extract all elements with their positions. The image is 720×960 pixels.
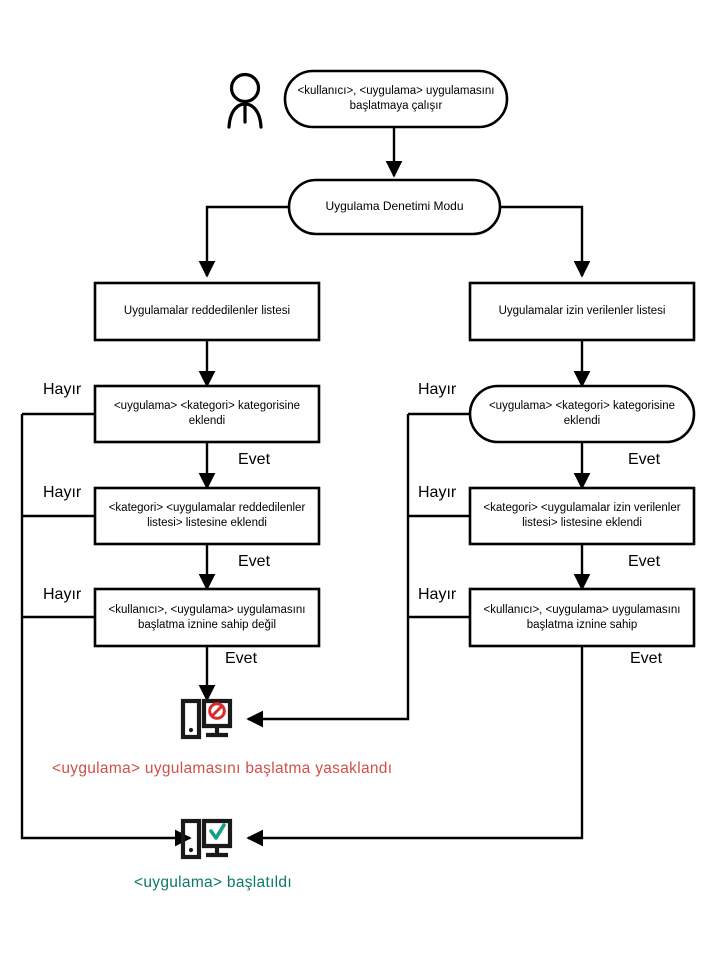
edge-label-left-yes-3: Evet [225,650,258,667]
node-denylist-shape [93,281,321,342]
node-allowlist-shape [468,281,696,342]
node-allow-category-shape [468,384,696,444]
node-start-shape [283,69,509,129]
edge-label-right-no-2: Hayır [418,484,457,501]
node-deny-permission-shape [93,587,321,648]
edge-label-right-yes-1: Evet [628,451,661,468]
edge-mode-to-denylist [198,205,288,278]
node-allow-permission-shape [468,587,696,648]
edge-label-right-no-3: Hayır [418,586,457,603]
edge-label-right-yes-2: Evet [628,553,661,570]
edge-label-right-no-1: Hayır [418,381,457,398]
edge-mode-to-allowlist [500,205,591,278]
edge-label-left-no-2: Hayır [43,484,82,501]
monitor-allowed-icon [180,818,233,860]
edge-label-right-yes-3: Evet [630,650,663,667]
edge-label-left-yes-1: Evet [238,451,271,468]
node-allow-category-in-list-shape [468,486,696,546]
node-mode-shape [287,178,502,236]
edge-right-no-rail-to-blocked [246,414,410,728]
edge-label-left-no-1: Hayır [43,381,82,398]
outcome-blocked-label: <uygulama> uygulamasını başlatma yasakla… [52,760,393,777]
node-deny-category-in-list-shape [93,486,321,546]
edge-left-no-rail-to-started [20,414,192,847]
edge-right-yes-to-started [246,646,584,847]
edge-label-left-yes-2: Evet [238,553,271,570]
monitor-blocked-icon [180,698,233,740]
outcome-started-label: <uygulama> başlatıldı [134,874,292,891]
person-icon [227,72,263,129]
node-deny-category-shape [93,384,321,444]
edge-label-left-no-3: Hayır [43,586,82,603]
